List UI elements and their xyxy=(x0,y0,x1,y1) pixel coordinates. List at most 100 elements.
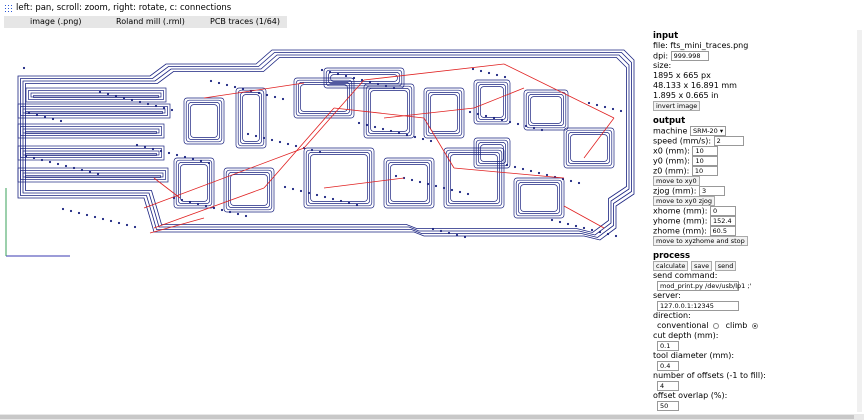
vertical-scrollbar[interactable] xyxy=(857,30,862,412)
x0-label: x0 (mm): xyxy=(653,146,690,156)
yhome-input[interactable]: 152.4 xyxy=(710,216,737,226)
path-node-dot xyxy=(413,135,417,139)
move-to-xy0-zjog-button[interactable]: move to xy0 zjog xyxy=(653,196,716,206)
tool-diameter-input[interactable]: 0.4 xyxy=(657,361,679,371)
component-pad-offset xyxy=(478,84,506,120)
speed-input[interactable]: 2 xyxy=(713,136,744,146)
path-node-dot xyxy=(484,114,488,118)
trace-band xyxy=(20,126,162,136)
component-pad-offset xyxy=(528,94,564,126)
overlap-input[interactable]: 50 xyxy=(657,401,679,411)
path-node-dot xyxy=(426,182,430,186)
send-command-input[interactable]: mod_print.py /dev/usb/lp1 ;' xyxy=(657,281,751,291)
component-pad-offset xyxy=(525,91,567,129)
move-to-xy0-button[interactable]: move to xy0 xyxy=(653,176,700,186)
component-pad-offset xyxy=(565,129,613,167)
component-pad-offset xyxy=(423,87,465,139)
path-node-dot xyxy=(175,153,179,157)
component-pad-offset xyxy=(310,154,368,202)
path-node-dot xyxy=(320,68,324,72)
trace-band xyxy=(33,95,159,98)
path-node-dot xyxy=(228,210,232,214)
xhome-input[interactable]: 0 xyxy=(710,206,737,216)
path-node-dot xyxy=(98,90,102,94)
zhome-input[interactable]: 60.5 xyxy=(709,226,736,236)
path-node-dot xyxy=(587,101,591,105)
component-pad-offset xyxy=(363,83,415,139)
invert-image-button[interactable]: invert image xyxy=(653,101,701,111)
zhome-label: zhome (mm): xyxy=(653,226,707,236)
component-pad-offset xyxy=(430,94,458,132)
path-node-dot xyxy=(291,187,295,191)
component-pad-offset xyxy=(185,99,223,143)
component-pad-offset xyxy=(473,79,511,125)
path-node-dot xyxy=(339,199,343,203)
path-node-dot xyxy=(405,133,409,137)
path-node-dot xyxy=(109,219,113,223)
size-label: size: xyxy=(653,61,672,70)
send-button[interactable]: send xyxy=(714,261,737,271)
horizontal-scrollbar[interactable] xyxy=(0,414,864,420)
component-pad-offset xyxy=(300,84,348,112)
rapid-move-line xyxy=(263,107,335,189)
tab-roland-mill-rml[interactable]: Roland mill (.rml) xyxy=(116,17,185,26)
path-node-dot xyxy=(270,138,274,142)
path-node-dot xyxy=(434,184,438,188)
path-node-dot xyxy=(529,169,533,173)
input-heading: input xyxy=(653,31,679,41)
path-node-dot xyxy=(61,207,65,211)
zjog-input[interactable]: 3 xyxy=(699,186,726,196)
trace-band xyxy=(25,87,167,103)
tab-image-png[interactable]: image (.png) xyxy=(30,17,82,26)
path-node-dot xyxy=(143,145,147,149)
path-node-dot xyxy=(373,125,377,129)
conventional-radio[interactable] xyxy=(713,322,720,329)
cut-depth-input[interactable]: 0.1 xyxy=(657,341,679,351)
horizontal-scroll-thumb[interactable] xyxy=(0,415,854,419)
offsets-label: number of offsets (-1 to fill): xyxy=(653,371,766,380)
rapid-move-line xyxy=(583,117,615,159)
z0-input[interactable]: 10 xyxy=(691,166,718,176)
path-node-dot xyxy=(447,231,451,235)
path-node-dot xyxy=(516,122,520,126)
path-node-dot xyxy=(265,93,269,97)
dpi-input[interactable]: 999.998 xyxy=(670,51,709,61)
machine-select[interactable]: SRM-20 ▾ xyxy=(689,126,727,136)
trace-band xyxy=(25,131,157,134)
offsets-input[interactable]: 4 xyxy=(657,381,679,391)
component-pad-offset xyxy=(370,90,408,132)
size-px: 1895 x 665 px xyxy=(653,71,711,80)
path-node-dot xyxy=(233,85,237,89)
component-pad-offset xyxy=(368,88,410,134)
path-node-dot xyxy=(352,76,356,80)
server-input[interactable]: 127.0.0.1:12345 xyxy=(657,301,739,311)
trace-band xyxy=(17,145,165,161)
path-node-dot xyxy=(212,206,216,210)
z0-label: z0 (mm): xyxy=(653,166,690,176)
path-node-dot xyxy=(450,188,454,192)
y0-input[interactable]: 10 xyxy=(692,156,719,166)
save-button[interactable]: save xyxy=(690,261,713,271)
climb-radio[interactable] xyxy=(751,322,758,329)
board-outline-offset xyxy=(20,52,632,238)
move-to-xyzhome-button[interactable]: move to xyzhome and stop xyxy=(653,236,748,246)
calculate-button[interactable]: calculate xyxy=(653,261,689,271)
path-node-dot xyxy=(577,181,581,185)
path-node-dot xyxy=(368,80,372,84)
tab-pcb-traces[interactable]: PCB traces (1/64) xyxy=(210,17,281,26)
send-command-label: send command: xyxy=(653,271,718,280)
path-node-dot xyxy=(318,150,322,154)
path-node-dot xyxy=(167,151,171,155)
path-node-dot xyxy=(540,128,544,132)
rapid-move-line xyxy=(149,217,205,234)
path-node-dot xyxy=(24,154,28,158)
x0-input[interactable]: 10 xyxy=(692,146,719,156)
dpi-label: dpi: xyxy=(653,51,669,61)
component-pad-offset xyxy=(388,162,430,204)
path-node-dot xyxy=(64,164,68,168)
component-pad-offset xyxy=(305,149,373,207)
zjog-label: zjog (mm): xyxy=(653,186,697,196)
component-pad-offset xyxy=(520,184,558,212)
toolpath-viewport[interactable] xyxy=(4,28,649,412)
component-pad-offset xyxy=(242,94,260,142)
